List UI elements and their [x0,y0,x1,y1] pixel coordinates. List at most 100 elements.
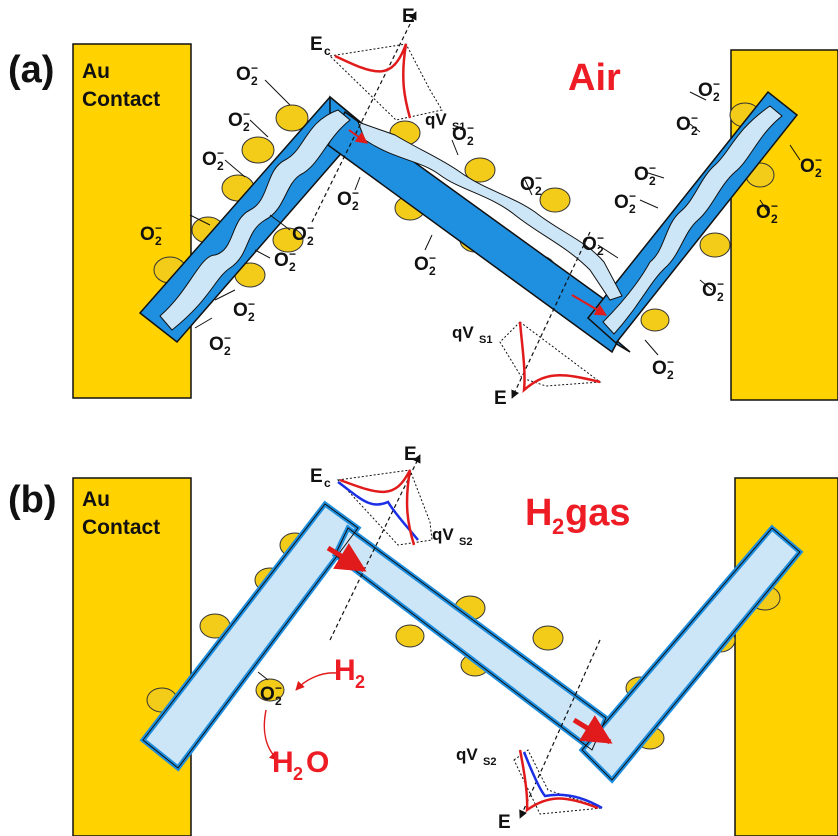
svg-text:−: − [815,153,822,167]
svg-text:2: 2 [691,124,698,138]
au-contact-right-a [730,49,838,401]
svg-text:−: − [243,107,250,121]
svg-text:−: − [597,231,604,245]
band-diagram-bottom-a: qV S1 E [452,231,602,409]
svg-text:qV: qV [432,525,454,544]
svg-text:S2: S2 [483,756,496,768]
svg-text:2: 2 [667,368,674,382]
svg-text:−: − [535,171,542,185]
svg-text:O: O [634,164,649,185]
svg-text:H: H [334,654,356,687]
svg-text:O: O [306,746,329,779]
svg-text:2: 2 [535,184,542,198]
svg-text:O: O [800,156,815,177]
svg-text:O: O [582,234,597,255]
svg-text:c: c [324,476,331,490]
svg-text:O: O [292,224,307,245]
au-contact-left-a [72,43,192,399]
svg-text:2: 2 [293,764,303,784]
svg-text:qV: qV [452,323,474,342]
wire-segment-a2b [327,110,631,354]
svg-text:S1: S1 [479,334,492,346]
au-contact-left-b [72,477,192,836]
svg-text:2: 2 [248,310,255,324]
svg-text:−: − [629,189,636,203]
contact-label-a-line1: Au [82,60,110,83]
svg-text:O: O [209,334,224,355]
svg-text:2: 2 [275,694,282,708]
svg-text:O: O [702,280,717,301]
panel-a: O−2 O−2 O−2 O−2 O−2 O−2 O−2 O−2 O−2 O−2 … [8,6,838,409]
svg-text:O: O [676,114,691,135]
svg-text:2: 2 [552,514,564,539]
band-diagram-bottom-b: qV S2 E [456,639,603,833]
contact-label-a-line2: Contact [82,88,160,111]
svg-text:−: − [717,277,724,291]
nanowire-b [139,500,804,784]
svg-text:E: E [494,388,507,409]
svg-text:O: O [414,254,429,275]
svg-text:O: O [274,250,289,271]
svg-text:−: − [307,221,314,235]
svg-text:2: 2 [155,234,162,248]
svg-text:2: 2 [713,90,720,104]
wire-core-a3 [602,105,783,335]
svg-text:2: 2 [224,344,231,358]
svg-text:gas: gas [565,492,630,534]
svg-text:−: − [429,251,436,265]
svg-text:2: 2 [289,260,296,274]
svg-text:O: O [520,174,535,195]
contact-label-b-line2: Contact [82,516,160,539]
wire-core-a2 [357,121,623,301]
reaction-b: O − 2 H 2 H 2 O [257,654,365,784]
reactant-h2: H 2 [334,654,365,692]
svg-text:2: 2 [352,199,359,213]
adsorbate-labels-a: O−2 O−2 O−2 O−2 O−2 O−2 O−2 O−2 O−2 O−2 … [140,61,822,382]
svg-text:2: 2 [429,264,436,278]
svg-text:O: O [202,149,217,170]
svg-text:−: − [224,331,231,345]
svg-text:O: O [652,358,667,379]
svg-text:O: O [233,300,248,321]
svg-text:−: − [771,199,778,213]
svg-text:O: O [452,124,467,145]
svg-text:2: 2 [307,234,314,248]
svg-text:qV: qV [425,110,447,129]
svg-text:E: E [498,812,511,833]
svg-text:−: − [289,247,296,261]
ambient-label-a: Air [568,57,621,99]
panel-b: E c E qV S2 qV S2 E O − 2 [8,444,838,836]
svg-text:O: O [756,202,771,223]
product-h2o: H 2 O [272,746,329,784]
svg-text:2: 2 [355,672,365,692]
svg-text:−: − [248,297,255,311]
contact-label-b-line1: Au [82,488,110,511]
svg-text:O: O [140,224,155,245]
svg-text:O: O [614,192,629,213]
svg-text:2: 2 [597,244,604,258]
band-diagram-top-a: E c E qV S1 [310,6,465,223]
svg-text:H: H [272,746,294,779]
svg-text:−: − [713,77,720,91]
svg-text:−: − [155,221,162,235]
band-diagram-top-b: E c E qV S2 [310,444,472,641]
svg-text:O: O [236,64,251,85]
svg-text:S1: S1 [452,121,465,133]
svg-text:O: O [260,684,275,705]
svg-text:2: 2 [717,290,724,304]
svg-text:2: 2 [629,202,636,216]
svg-text:qV: qV [456,745,478,764]
adsorbates-a [189,79,801,356]
svg-text:2: 2 [243,120,250,134]
svg-text:−: − [217,146,224,160]
panel-label-b: (b) [8,479,57,521]
svg-text:−: − [667,355,674,369]
svg-text:E: E [310,34,323,55]
electron-flow-arrows-b [326,543,613,745]
svg-text:2: 2 [251,74,258,88]
svg-text:O: O [337,189,352,210]
electron-flow-arrows-a [348,129,608,316]
svg-text:2: 2 [467,134,474,148]
svg-text:2: 2 [649,174,656,188]
